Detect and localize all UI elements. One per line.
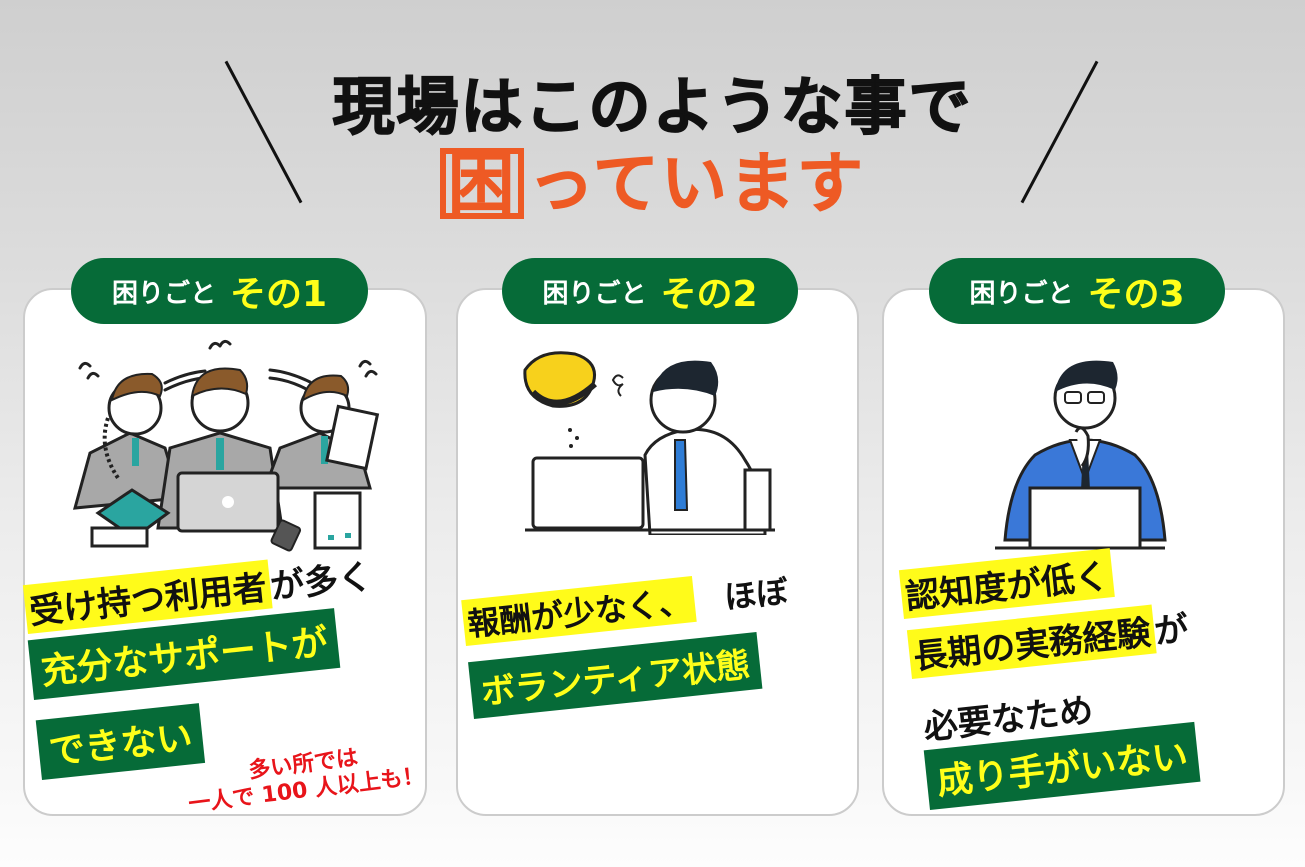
plain-text: が [1152,608,1191,653]
problem-badge-3: 困りごと その3 [929,258,1225,324]
badge-label: 困りごと [969,278,1074,309]
badge-number: その2 [660,274,758,315]
problem-badge-2: 困りごと その2 [502,258,798,324]
worried-man-wallet-illustration [523,351,775,535]
badge-label: 困りごと [542,278,647,309]
plain-text: ほぼ [722,572,791,617]
headline-line1: 現場はこのような事で [332,69,973,144]
headline-line2: 困っています [0,130,1305,226]
problem-badge-1: 困りごと その1 [71,258,368,324]
busy-workers-illustration [72,339,380,552]
thinking-man-illustration [995,360,1167,550]
headline-boxed-char: 困 [440,148,525,220]
headline-line2-rest: っています [528,144,865,223]
badge-number: その1 [229,274,328,315]
badge-label: 困りごと [111,278,216,309]
badge-number: その3 [1087,274,1185,315]
